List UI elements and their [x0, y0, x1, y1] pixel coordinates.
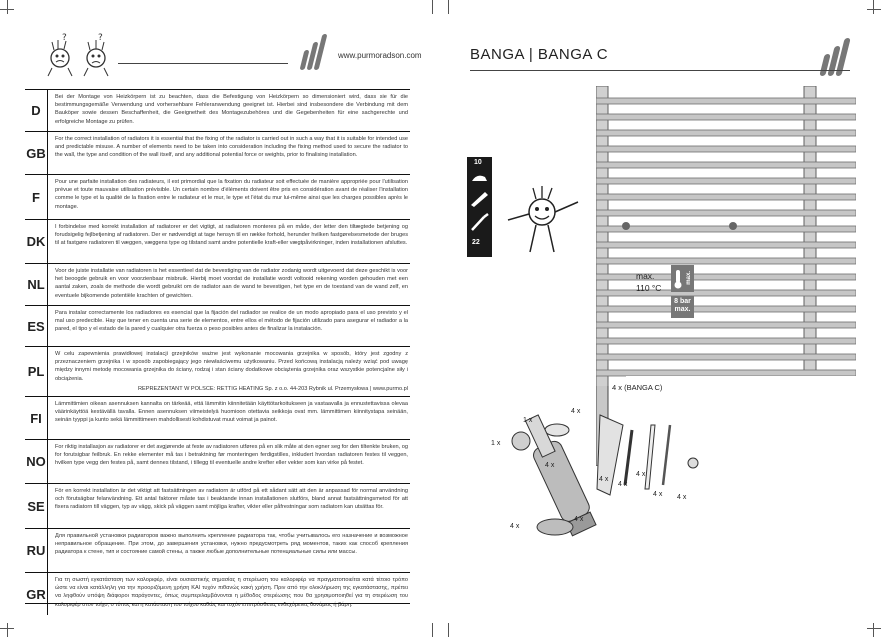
lang-code: NO — [25, 440, 48, 483]
lang-code: ES — [25, 306, 48, 346]
temp-badge-label: max. — [686, 271, 692, 285]
lang-text: Для правильной установки радиаторов важн… — [55, 533, 408, 556]
crop-mark — [0, 9, 14, 10]
pressure-badge: 8 bar max. — [671, 296, 694, 318]
max-label: max. — [636, 271, 655, 281]
drill-icon — [471, 192, 488, 207]
crop-mark — [7, 623, 8, 637]
fixings-header: 4 x (BANGA C) — [612, 383, 663, 392]
crop-mark — [873, 0, 874, 14]
svg-text:?: ? — [62, 33, 67, 43]
lang-body: W celu zapewnienia prawidłowej instalacj… — [55, 351, 408, 382]
temperature-badge: max. — [671, 265, 694, 292]
icon-number-top: 10 — [474, 159, 482, 166]
fixing-qty: 4 x — [571, 408, 581, 415]
crop-mark — [432, 623, 433, 637]
fixing-qty: 4 x — [618, 481, 628, 488]
pressure-max: max. — [674, 306, 691, 313]
fixing-qty: 4 x — [574, 516, 584, 523]
screwdriver-icon — [471, 213, 489, 231]
crop-mark — [448, 623, 449, 637]
lang-block-gr: GR Για τη σωστή εγκατάσταση των καλοριφέ… — [25, 572, 410, 615]
section-rule — [25, 603, 410, 604]
lang-code: RU — [25, 529, 48, 572]
lang-code: F — [25, 175, 48, 219]
fixing-qty: 1 x — [523, 417, 533, 424]
lang-text: För en korrekt installation är det vikti… — [55, 488, 408, 511]
radiator-illustration — [596, 86, 856, 466]
lang-block-de: D Bei der Montage von Heizkörpern ist zu… — [25, 89, 410, 131]
fixing-qty: 4 x — [545, 462, 555, 469]
lang-code: SE — [25, 484, 48, 528]
lang-text: Voor de juiste installatie van radiatore… — [55, 268, 408, 299]
crop-mark — [7, 0, 8, 14]
lang-text: Pour une parfaite installation des radia… — [55, 179, 408, 210]
svg-text:?: ? — [98, 33, 103, 43]
lang-text: Lämmittimien oikean asennuksen kannalta … — [55, 401, 408, 424]
language-notices: D Bei der Montage von Heizkörpern ist zu… — [25, 89, 410, 615]
crop-mark — [0, 628, 14, 629]
lang-code: D — [25, 90, 48, 131]
header-rule — [118, 63, 288, 64]
hand-icon — [472, 175, 487, 181]
mascots-illustration: ? ? — [47, 33, 109, 77]
crop-mark — [873, 623, 874, 637]
lang-code: NL — [25, 264, 48, 305]
crop-mark — [867, 9, 881, 10]
title-rule — [470, 70, 850, 71]
fixing-qty: 1 x — [491, 440, 501, 447]
website-url: www.purmoradson.com — [338, 51, 422, 60]
fixings-illustration — [511, 414, 699, 537]
lang-text: I forbindelse med korrekt installation a… — [55, 224, 408, 247]
fixing-qty: 4 x — [599, 476, 609, 483]
representative-line: REPREZENTANT W POLSCE: RETTIG HEATING Sp… — [137, 385, 408, 392]
brand-logo — [298, 32, 328, 70]
lang-text: For the correct installation of radiator… — [55, 136, 408, 159]
lang-block-fi: FI Lämmittimien oikean asennuksen kannal… — [25, 396, 410, 439]
crop-mark — [432, 0, 433, 14]
lang-block-se: SE För en korrekt installation är det vi… — [25, 483, 410, 528]
fixing-qty: 4 x — [510, 523, 520, 530]
install-icons-strip: 10 22 — [467, 157, 492, 257]
fixing-qty: 4 x — [677, 494, 687, 501]
lang-text: For riktig installasjon av radiatorer er… — [55, 444, 408, 467]
pressure-value: 8 bar — [674, 298, 691, 305]
lang-block-gb: GB For the correct installation of radia… — [25, 131, 410, 174]
lang-block-no: NO For riktig installasjon av radiatorer… — [25, 439, 410, 483]
lang-text: Για τη σωστή εγκατάσταση των καλοριφέρ, … — [55, 577, 408, 608]
fixing-qty: 4 x — [653, 491, 663, 498]
crop-mark — [448, 0, 449, 14]
lang-code: GB — [25, 132, 48, 174]
lang-block-fr: F Pour une parfaite installation des rad… — [25, 174, 410, 219]
crop-mark — [867, 628, 881, 629]
lang-code: PL — [25, 347, 48, 396]
lang-block-nl: NL Voor de juiste installatie van radiat… — [25, 263, 410, 305]
icon-number-bottom: 22 — [472, 239, 480, 246]
lang-text: Bei der Montage von Heizkörpern ist zu b… — [55, 94, 408, 125]
lang-code: DK — [25, 220, 48, 263]
thermometer-icon — [674, 270, 682, 289]
lang-block-es: ES Para instalar correctamente los radia… — [25, 305, 410, 346]
lang-block-dk: DK I forbindelse med korrekt installatio… — [25, 219, 410, 263]
product-title: BANGA | BANGA C — [470, 46, 609, 63]
lang-block-pl: PL W celu zapewnienia prawidłowej instal… — [25, 346, 410, 396]
fixing-qty: 4 x — [636, 471, 646, 478]
lang-text: W celu zapewnienia prawidłowej instalacj… — [55, 347, 410, 395]
max-temp-value: 110 °C — [636, 283, 662, 293]
mascot-pointing-illustration — [507, 186, 579, 253]
max-temperature: max. 110 °C — [636, 270, 661, 294]
lang-text: Para instalar correctamente los radiador… — [55, 310, 408, 333]
lang-code: FI — [25, 397, 48, 439]
lang-code: GR — [25, 573, 48, 615]
lang-block-ru: RU Для правильной установки радиаторов в… — [25, 528, 410, 572]
